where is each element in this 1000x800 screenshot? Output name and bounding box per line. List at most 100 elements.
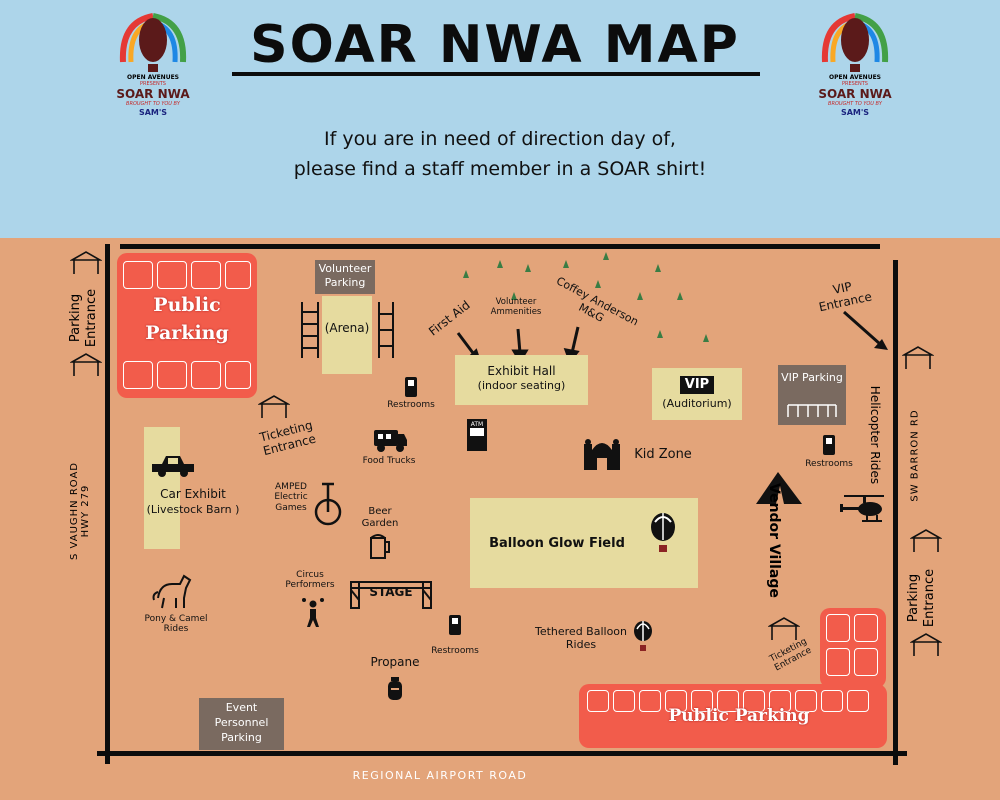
parking-cell xyxy=(587,690,609,712)
parking-cell xyxy=(225,261,251,289)
tent-gate-icon xyxy=(902,346,934,369)
parking-cell xyxy=(123,261,153,289)
tent-gate-icon xyxy=(910,529,942,552)
west-road xyxy=(105,244,110,764)
parking-cell xyxy=(826,648,850,676)
logo-presents: PRESENTS xyxy=(842,81,868,87)
circus-label: Circus Performers xyxy=(285,570,335,591)
beer-garden-label: Beer Garden xyxy=(361,506,399,529)
parking-cell xyxy=(854,614,878,642)
parking-cell xyxy=(691,690,713,712)
exhibit-hall-sub-label: (indoor seating) xyxy=(477,379,566,392)
arena-label: (Arena) xyxy=(324,321,370,335)
parking-cell xyxy=(854,648,878,676)
bleachers-icon xyxy=(301,302,319,358)
restrooms-label-2: Restrooms xyxy=(805,459,853,469)
page-subtitle: If you are in need of direction day of, … xyxy=(200,124,800,184)
parking-cell xyxy=(157,361,187,389)
volunteer-amenities-label: Volunteer Ammenities xyxy=(490,297,542,317)
parking-cell xyxy=(821,690,843,712)
parking-entrance-west-label: Parking Entrance xyxy=(68,288,99,348)
parking-cell xyxy=(743,690,765,712)
title-underline xyxy=(232,72,760,76)
parking-entrance-east-label: Parking Entrance xyxy=(906,568,937,628)
tent-gate-icon xyxy=(258,395,290,418)
pony-label: Pony & Camel Rides xyxy=(144,614,208,635)
arena xyxy=(322,296,372,374)
logo-name: SOAR NWA xyxy=(818,87,892,101)
juggler-icon xyxy=(302,598,324,627)
vip-parking: VIP Parking xyxy=(778,365,846,425)
stage-truss-icon xyxy=(350,581,432,609)
vip-auditorium: VIP (Auditorium) xyxy=(652,368,742,420)
parking-cell xyxy=(769,690,791,712)
logo-sponsor: SAM'S xyxy=(138,108,168,117)
helicopter-rides-label: Helicopter Rides xyxy=(868,385,882,485)
logo-brought: BROUGHT TO YOU BY xyxy=(828,101,882,107)
exhibit-hall: Exhibit Hall (indoor seating) xyxy=(455,355,588,405)
propane-label: Propane xyxy=(370,655,420,669)
restroom-icon xyxy=(449,615,461,635)
hot-air-balloon-icon xyxy=(651,513,675,552)
public-parking-se-label: Public Parking xyxy=(668,706,810,726)
public-parking-nw: Public Parking xyxy=(117,253,257,398)
vendor-village-label: Vendor Village xyxy=(766,483,782,598)
amped-label: AMPED Electric Games xyxy=(274,482,308,513)
bleachers-icon xyxy=(378,302,394,358)
north-road xyxy=(120,244,880,249)
tent-gate-icon xyxy=(768,617,800,640)
restroom-icon xyxy=(823,435,835,455)
tent-icon xyxy=(756,472,802,504)
pony-icon xyxy=(152,574,192,609)
tethered-label: Tethered Balloon Rides xyxy=(534,625,628,651)
parking-cell xyxy=(795,690,817,712)
west-road-label: S VAUGHN ROAD HWY 279 xyxy=(69,441,91,581)
grass-decoration xyxy=(463,252,709,342)
car-exhibit-sub-label: (Livestock Barn ) xyxy=(146,503,240,516)
public-parking-se-upper xyxy=(820,608,886,688)
public-parking-nw-label: Public Parking xyxy=(145,294,229,344)
parking-cell xyxy=(191,261,221,289)
logo-presenter: OPEN AVENUES xyxy=(829,74,881,81)
logo-name: SOAR NWA xyxy=(116,87,190,101)
truck-icon xyxy=(152,456,194,477)
soar-logo-right: OPEN AVENUES PRESENTS SOAR NWA BROUGHT T… xyxy=(815,12,895,132)
parking-cell xyxy=(717,690,739,712)
logo-brought: BROUGHT TO YOU BY xyxy=(126,101,180,107)
atm-icon: ATM xyxy=(467,419,487,451)
balloon-logo-icon xyxy=(119,13,187,72)
beer-mug-icon xyxy=(370,534,390,559)
parking-cell xyxy=(826,614,850,642)
food-trucks-label: Food Trucks xyxy=(362,456,416,466)
hot-air-balloon-icon xyxy=(634,621,652,651)
kid-zone-label: Kid Zone xyxy=(634,447,692,462)
page-title: SOAR NWA MAP xyxy=(250,15,740,75)
balloon-glow-label: Balloon Glow Field xyxy=(489,536,625,551)
stage-label: STAGE xyxy=(369,585,413,599)
parking-cell xyxy=(191,361,221,389)
subtitle-line-2: please find a staff member in a SOAR shi… xyxy=(293,158,707,180)
helicopter-icon xyxy=(840,495,884,522)
balloon-logo-icon xyxy=(821,13,889,72)
south-road-label: REGIONAL AIRPORT ROAD xyxy=(352,769,528,782)
west-road-name: S VAUGHN ROAD xyxy=(69,462,80,560)
parking-cell xyxy=(639,690,661,712)
restrooms-label-3: Restrooms xyxy=(431,646,479,656)
soar-logo-left: OPEN AVENUES PRESENTS SOAR NWA BROUGHT T… xyxy=(113,12,193,132)
east-road-label: SW BARRON RD xyxy=(909,409,921,502)
subtitle-line-1: If you are in need of direction day of, xyxy=(324,128,676,150)
volunteer-parking: Volunteer Parking xyxy=(315,260,375,294)
vip-badge: VIP xyxy=(680,376,714,394)
logo-sponsor: SAM'S xyxy=(840,108,870,117)
svg-text:ATM: ATM xyxy=(471,421,483,428)
west-road-hwy: HWY 279 xyxy=(80,484,91,538)
restroom-icon xyxy=(405,377,417,397)
south-road xyxy=(97,751,907,756)
vip-parking-label: VIP Parking xyxy=(781,371,843,384)
parking-cell xyxy=(225,361,251,389)
livestock-barn xyxy=(144,427,180,549)
logo-presenter: OPEN AVENUES xyxy=(127,74,179,81)
tent-gate-icon xyxy=(70,251,102,274)
propane-tank-icon xyxy=(388,677,402,700)
parking-rack-icon xyxy=(787,404,837,417)
